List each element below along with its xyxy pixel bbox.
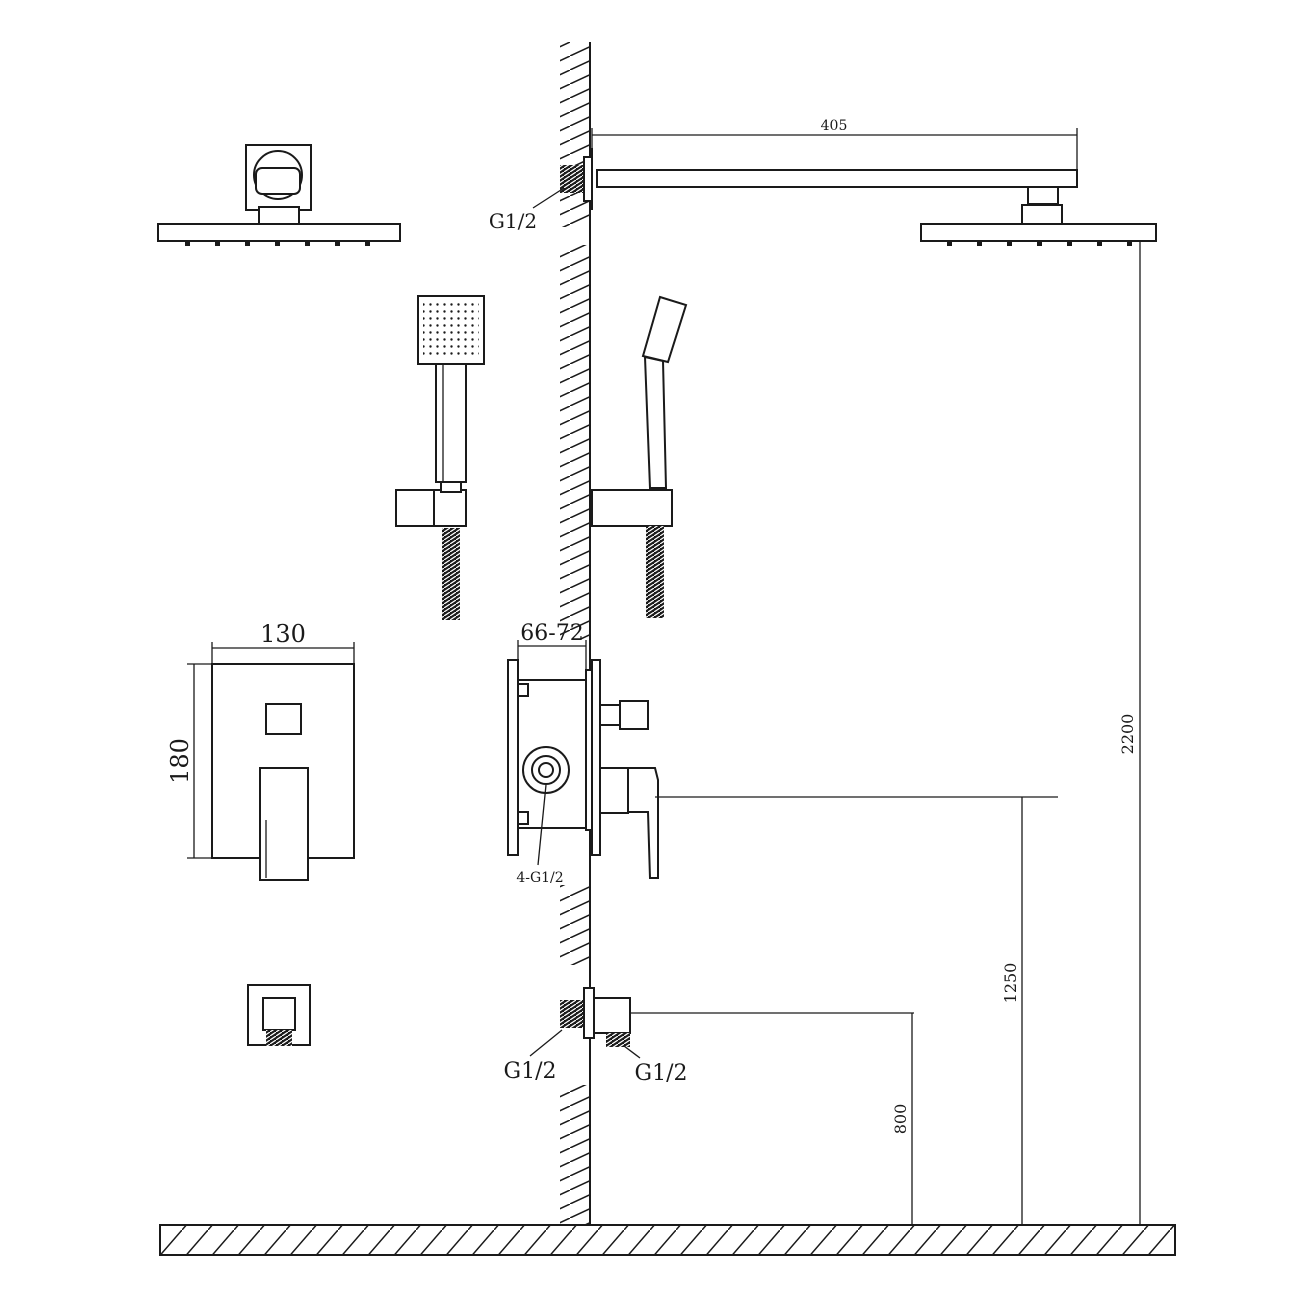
valve-height-label: 1250 xyxy=(1001,963,1020,1004)
hand-shower-spray-holes xyxy=(423,303,479,359)
floor xyxy=(159,1224,1176,1256)
plate-height-label: 180 xyxy=(166,738,194,784)
side-hand-shower-head xyxy=(641,295,688,364)
total-height-label: 2200 xyxy=(1118,714,1137,755)
valve-inlet-port xyxy=(522,746,570,794)
front-view-hand-shower xyxy=(395,295,485,620)
hose-nut xyxy=(440,481,462,493)
side-view-shower-arm: 405 G1/2 xyxy=(489,118,1157,246)
side-outlet-elbow xyxy=(593,997,631,1034)
shower-arm xyxy=(596,169,1078,188)
side-head-nozzles xyxy=(947,241,1132,246)
outlet-height-label: 800 xyxy=(891,1104,910,1135)
front-view-wall-outlet xyxy=(247,984,311,1046)
shower-head-connector xyxy=(258,206,300,225)
shower-flange-nut xyxy=(255,167,301,195)
mixer-lever xyxy=(259,767,309,881)
front-view-valve-plate: 130 180 xyxy=(166,620,355,881)
valve-outlets-label: 4-G1/2 xyxy=(516,870,563,886)
floor-hatch xyxy=(160,1225,1175,1255)
height-dimensions: 2200 1250 800 xyxy=(630,240,1156,1225)
thread-top-label: G1/2 xyxy=(489,209,537,233)
shower-head-nozzles xyxy=(185,241,370,246)
diverter-button xyxy=(265,703,302,735)
side-view-concealed-valve: 66-72 4-G1/2 xyxy=(507,621,659,886)
hand-shower-handle xyxy=(435,363,467,483)
shower-head-plate xyxy=(157,223,401,242)
wall-hatch-middle xyxy=(560,245,590,640)
floor-outline xyxy=(159,1224,1176,1256)
arm-length-label: 405 xyxy=(821,118,848,134)
shower-flange-ring xyxy=(253,150,303,200)
arm-wall-flange xyxy=(583,156,593,202)
holder-knob xyxy=(395,489,435,527)
front-view-shower-head xyxy=(157,144,401,246)
side-diverter-button xyxy=(619,700,649,730)
side-view-hand-shower xyxy=(591,295,688,618)
thread-bottom-right-label: G1/2 xyxy=(635,1061,688,1086)
wall-hatch-lower xyxy=(560,885,590,965)
side-view-wall-outlet: G1/2 G1/2 xyxy=(504,987,688,1086)
plate-width-label: 130 xyxy=(260,620,306,648)
side-head-connector xyxy=(1021,204,1063,225)
arm-head-joint xyxy=(1027,186,1059,205)
holder-block xyxy=(433,489,467,527)
side-shower-head xyxy=(920,223,1157,242)
side-hand-shower-handle xyxy=(643,355,668,489)
outlet-body xyxy=(262,997,296,1031)
wall-depth-label: 66-72 xyxy=(520,621,583,646)
side-holder-bracket xyxy=(591,489,673,527)
side-mixer-lever xyxy=(627,767,659,879)
valve-cover-side xyxy=(591,659,601,856)
side-outlet-flange xyxy=(583,987,595,1039)
thread-bottom-left-label: G1/2 xyxy=(504,1059,557,1084)
wall-hatch-bottom xyxy=(560,1085,590,1225)
valve-body-flange-back xyxy=(507,659,519,856)
